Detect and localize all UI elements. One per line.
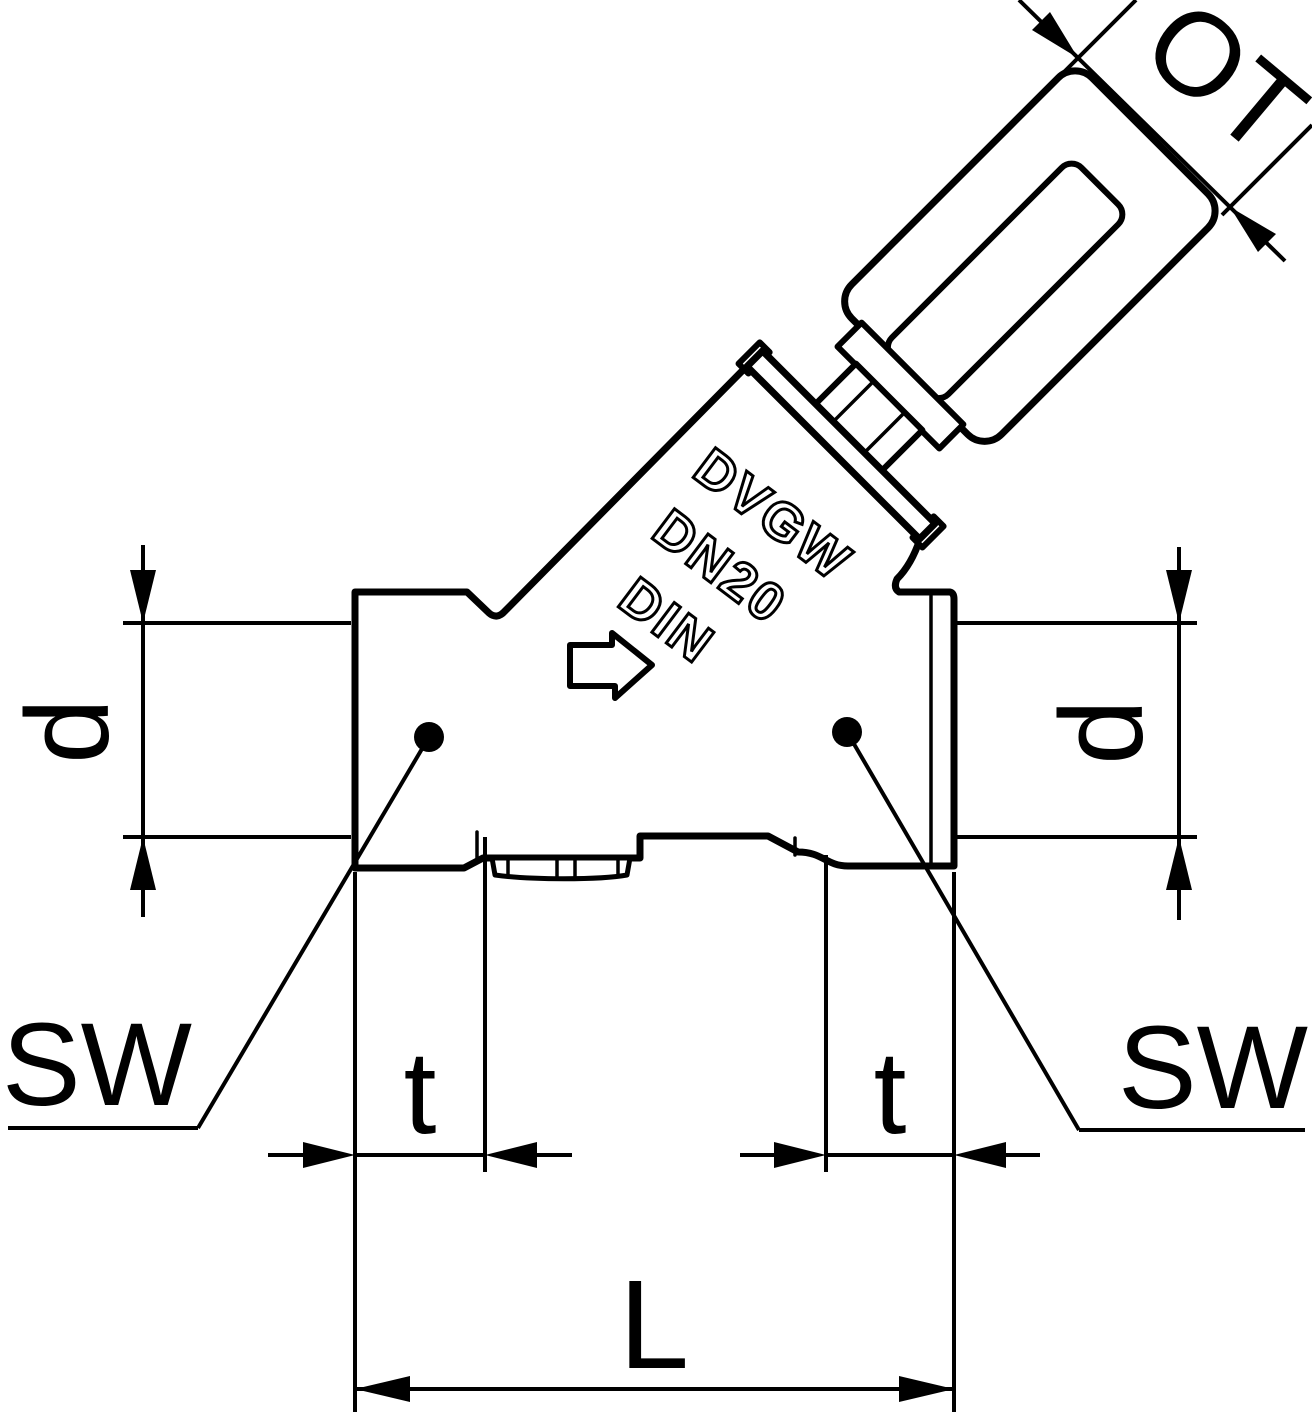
sw-right-leader	[845, 730, 1081, 1132]
t-right-arrowhead-b	[954, 1142, 1006, 1168]
dimension-t-right: t	[740, 855, 1040, 1412]
d-right-label: d	[1036, 699, 1168, 765]
sw-right-label: SW	[1118, 1002, 1308, 1134]
d-right-arrowhead-top	[1166, 570, 1192, 623]
sw-callout-left: SW	[2, 722, 444, 1131]
t-left-arrowhead-a	[303, 1142, 355, 1168]
ot-arrowhead-lower	[1230, 207, 1276, 252]
valve-body	[351, 362, 958, 882]
ot-extension-line-lower	[1220, 123, 1312, 217]
bonnet-assembly	[735, 67, 1219, 551]
nut-facet-line	[832, 381, 874, 422]
t-left-arrowhead-b	[485, 1142, 537, 1168]
t-left-label: t	[404, 1027, 437, 1159]
t-right-label: t	[874, 1027, 907, 1159]
sw-callout-right: SW	[832, 717, 1308, 1134]
flow-direction-arrow-icon	[567, 630, 655, 701]
bottom-plug	[489, 855, 633, 882]
sw-left-label: SW	[2, 999, 192, 1131]
dimension-t-left: t	[268, 837, 572, 1412]
nut-facet-line	[864, 412, 905, 454]
d-left-arrowhead-top	[130, 570, 156, 623]
t-right-arrowhead-a	[774, 1142, 826, 1168]
dimension-d-left: d	[2, 545, 351, 917]
d-left-label: d	[2, 698, 134, 764]
d-left-arrowhead-bottom	[130, 837, 156, 890]
ot-arrowhead-upper	[1032, 12, 1078, 58]
l-arrowhead-right	[899, 1376, 954, 1402]
valve-body-outline	[351, 362, 958, 872]
dimension-l: L	[355, 1254, 954, 1402]
ot-extension-line-upper	[1061, 0, 1138, 75]
l-label: L	[619, 1254, 689, 1395]
l-arrowhead-left	[355, 1376, 410, 1402]
dimension-d-right: d	[957, 547, 1197, 920]
d-right-arrowhead-bottom	[1166, 837, 1192, 890]
sw-left-leader	[196, 735, 431, 1130]
bonnet-flange	[743, 347, 939, 543]
